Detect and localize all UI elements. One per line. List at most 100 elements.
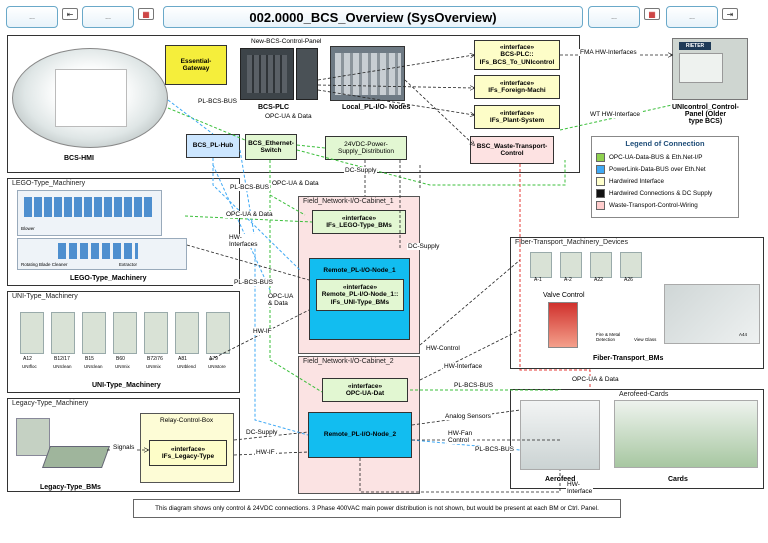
line-waste-aerofeed [519, 164, 591, 389]
conn-hw-interface-2: HW- Interface [566, 481, 594, 496]
left-tab-1[interactable]: ... [6, 6, 58, 28]
conn-dc-supply-3: DC-Supply [245, 429, 279, 437]
legend-title: Legend of Connection [625, 139, 705, 148]
legend-swatch [596, 188, 605, 198]
bcs-pl-hub-box[interactable]: BCS_PL-Hub [186, 134, 240, 158]
relay-control-box[interactable]: Relay-Control-Box «interface» IFs_Legacy… [140, 413, 234, 483]
unicontrol-panel-label: UNIcontrol_Control- Panel (Older type BC… [672, 104, 739, 125]
legend-row: Hardwired Interface [592, 175, 738, 187]
essential-gateway-box[interactable]: Essential- Gateway [165, 45, 227, 85]
uni-machine-sublabel: UNIblend [177, 364, 196, 369]
conn-dc-supply-2: DC-Supply [407, 243, 441, 251]
if-uni-type-box[interactable]: «interface» Remote_PL-I/O-Node_1:: IFs_U… [316, 279, 404, 311]
uni-machine-image [82, 312, 106, 354]
line-hmi-switch [167, 107, 246, 141]
lego-screen-bottom: Rotating Blade Cleaner Extractor [17, 238, 187, 270]
line-hw-control [419, 259, 521, 346]
line-hw-interfaces [186, 244, 310, 281]
legend-swatch [596, 164, 605, 174]
right-tab-2[interactable]: ... [666, 6, 718, 28]
screen-label-extractor: Extractor [119, 262, 138, 267]
conn-hw-fan-control: HW-Fan Control [447, 430, 474, 445]
line-lego-opc [184, 215, 313, 223]
cards-caption: Cards [668, 476, 688, 483]
line-plc-plant [317, 89, 474, 115]
if-plant-system-box[interactable]: «interface» IFs_Plant-System [474, 105, 560, 129]
right-tab-1[interactable]: ... [588, 6, 640, 28]
conn-signals: Signals [112, 444, 136, 452]
line-analog [411, 409, 521, 426]
aerofeed-frame-label: Aerofeed-Cards [619, 391, 669, 398]
bcs-ethernet-switch-box[interactable]: BCS_Ethernet- Switch [245, 134, 297, 160]
line-switch-power [296, 144, 326, 149]
line-plc-unicontrol-if [317, 55, 474, 81]
new-bcs-control-panel-label: New-BCS-Control-Panel [251, 38, 322, 45]
cabinet-2-label: Field_Network-I/O-Cabinet_2 [303, 358, 394, 365]
if-foreign-machine-box[interactable]: «interface» IFs_Foreign-Machi [474, 75, 560, 99]
if-opc-ua-box[interactable]: «interface» OPC-UA-Dat [322, 378, 408, 402]
line-io-waste [404, 79, 474, 145]
fiber-device-image [530, 252, 552, 278]
uni-machine-label: A12 [23, 356, 32, 362]
fiber-device-label: A-1 [534, 277, 542, 283]
lego-frame-label: LEGO-Type_Machinery [12, 180, 86, 187]
remote-node-1-label: Remote_PL-I/O-Node_1 [323, 267, 396, 274]
line-hub-node1 [212, 158, 301, 271]
hmi-screen [55, 69, 127, 127]
fiber-device-image [590, 252, 612, 278]
legacy-frame-label: Legacy-Type_Machinery [12, 400, 89, 407]
fiber-device-label: A-2 [564, 277, 572, 283]
fiber-frame-label: Fiber-Transport_Machinery_Devices [515, 239, 628, 246]
conn-dc-supply-1: DC-Supply [344, 167, 378, 175]
uni-machine-image [51, 312, 75, 354]
remote-node-1[interactable]: Remote_PL-I/O-Node_1 «interface» Remote_… [309, 258, 410, 340]
conn-pl-bcs-bus-4: PL-BCS-BUS [453, 382, 495, 390]
legend-label: PowerLink-Data-BUS over Eth.Net [609, 165, 706, 173]
aerofeed-image [520, 400, 600, 470]
relay-control-box-label: Relay-Control-Box [160, 417, 214, 424]
left-tab-2[interactable]: ... [82, 6, 134, 28]
lego-caption: LEGO-Type_Machinery [70, 275, 147, 282]
cards-image [614, 400, 758, 468]
nav-next-icon[interactable]: ⇥ [722, 8, 738, 20]
if-legacy-type-box[interactable]: «interface» IFs_Legacy-Type [149, 440, 227, 466]
conn-hw-if-1: HW-IF [252, 328, 273, 336]
plc-module-image [296, 48, 318, 100]
local-pl-io-nodes-label: Local_PL-I/O- Nodes [342, 104, 411, 111]
legend-swatch [596, 152, 605, 162]
conn-opc-ua-data-5: OPC-UA & Data [571, 376, 620, 384]
legend-label: Hardwired Interface [609, 177, 664, 185]
conn-opc-ua-data-1: OPC-UA & Data [264, 113, 313, 121]
pl-bus-lines [167, 99, 521, 451]
if-bcs-to-unicontrol-box[interactable]: «interface» BCS-PLC:: IFs_BCS_To_UNIcont… [474, 40, 560, 70]
valve-control-label: Valve Control [543, 292, 585, 299]
conn-pl-bcs-bus-2: PL-BCS-BUS [229, 184, 271, 192]
uni-machine-sublabel: UNImix [115, 364, 130, 369]
uni-machine-image [144, 312, 168, 354]
legacy-machine-image [16, 418, 111, 473]
uni-machine-label: B60 [116, 356, 125, 362]
screen-label-rotating-blade: Rotating Blade Cleaner [21, 262, 68, 267]
uni-machine-image [175, 312, 199, 354]
uni-machine-label: B72/76 [147, 356, 163, 362]
nav-prev-icon[interactable]: ⇤ [62, 8, 78, 20]
fiber-caption: Fiber-Transport_BMs [593, 355, 664, 362]
power-supply-box[interactable]: 24VDC-Power- Supply_Distribution [325, 136, 407, 160]
unicontrol-panel-image: RIETER [672, 38, 748, 100]
diagram-link-icon-right[interactable]: ▦ [644, 8, 660, 20]
line-hmi-hub [167, 99, 214, 135]
if-lego-type-box[interactable]: «interface» IFs_LEGO-Type_BMs [312, 210, 406, 234]
waste-transport-control-box[interactable]: BSC_Waste-Transport- Control [470, 136, 554, 164]
diagram-link-icon[interactable]: ▦ [138, 8, 154, 20]
uni-machine-sublabel: UNIstore [208, 364, 226, 369]
uni-machine-image [20, 312, 44, 354]
view-glass-label: View Glass [634, 337, 657, 342]
remote-node-2[interactable]: Remote_PL-I/O-Node_2 [308, 412, 412, 458]
page-title: 002.0000_BCS_Overview (SysOverview) [163, 6, 583, 28]
fire-metal-label: Fire & Metal Detection [596, 332, 621, 342]
line-opc-aerofeed [410, 389, 561, 391]
bcs-hmi-globe[interactable] [12, 48, 168, 148]
a44-label: A44 [739, 332, 748, 337]
bcs-plc-image [240, 48, 294, 100]
conn-hw-interface: HW-Interface [443, 363, 484, 371]
